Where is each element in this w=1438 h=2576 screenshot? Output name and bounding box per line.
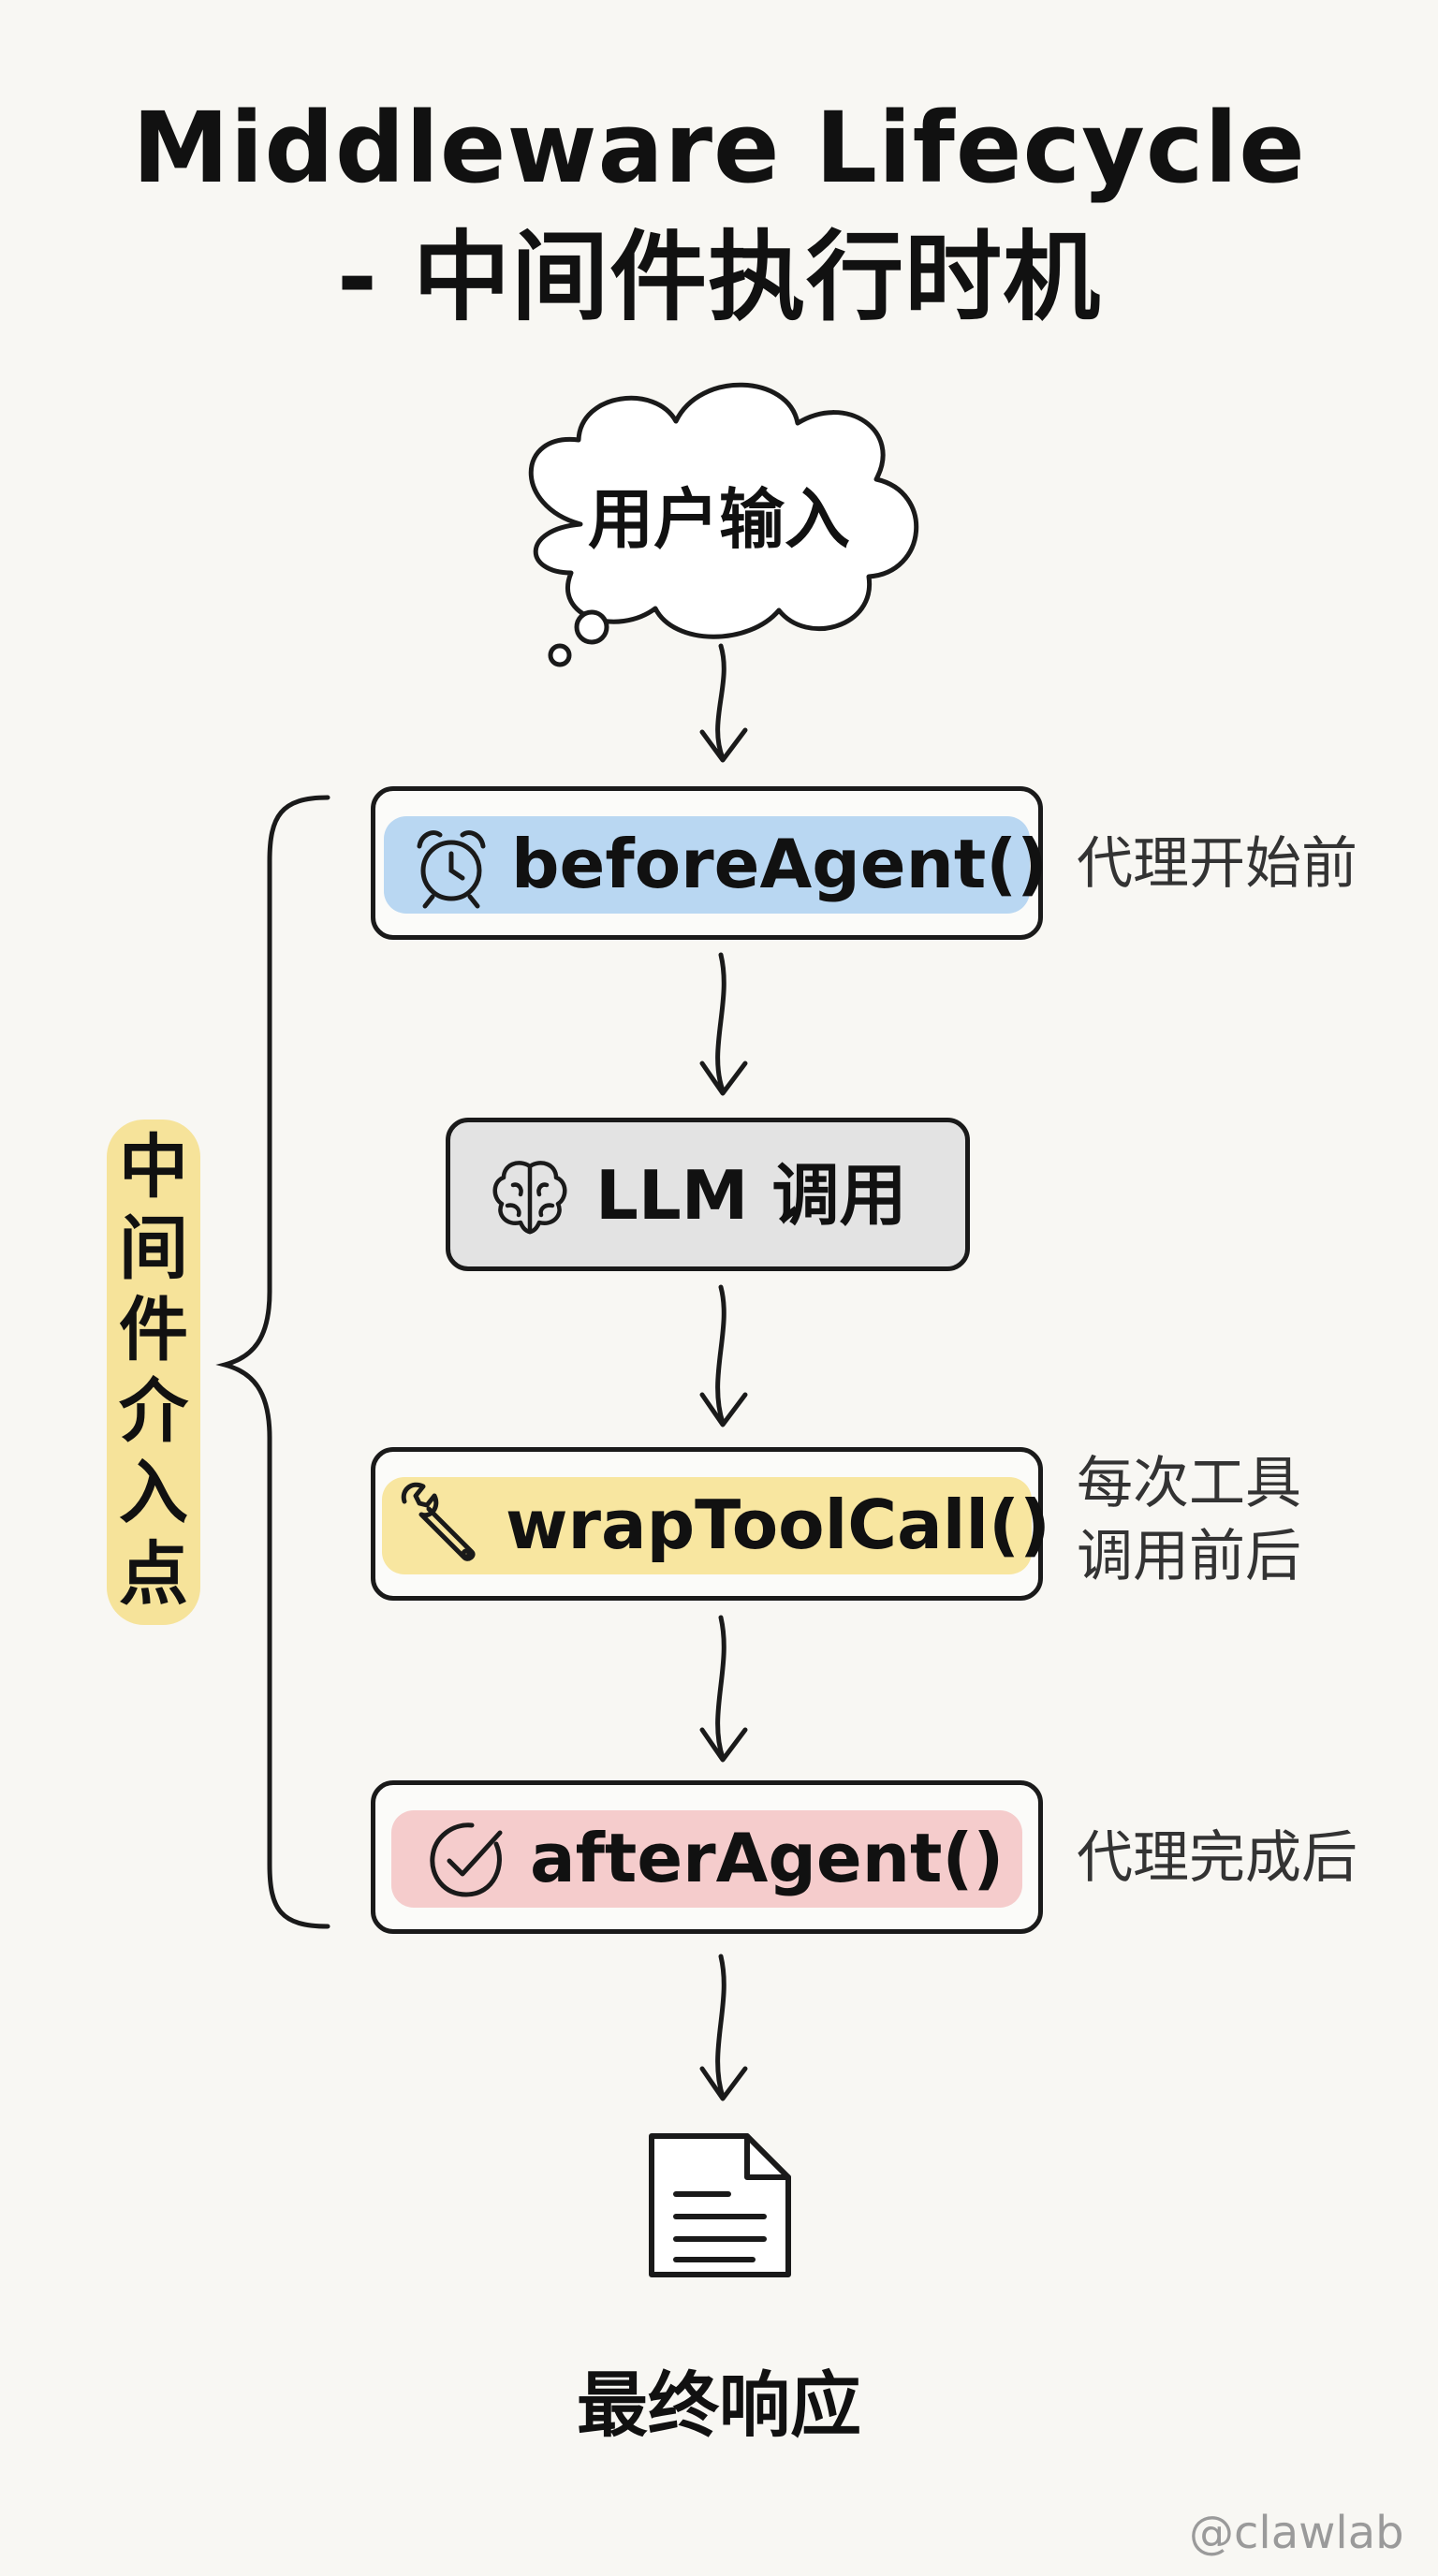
arrow-5 (699, 1954, 748, 2101)
title-line-2: - 中间件执行时机 (336, 220, 1102, 334)
check-circle-icon (430, 1822, 503, 1897)
step-label-before-agent: beforeAgent() (511, 825, 1049, 903)
step-label-llm-call: LLM 调用 (595, 1156, 907, 1235)
start-node-label: 用户输入 (588, 481, 850, 558)
bracket-label: 中 间 件 介 入 点 (107, 1127, 200, 1616)
brain-icon (492, 1161, 567, 1235)
bracket-label-char: 介 (119, 1371, 188, 1452)
step-highlight-wrap-tool-call (382, 1477, 1032, 1574)
step-note-after-agent: 代理完成后 (1077, 1825, 1357, 1891)
step-note-before-agent: 代理开始前 (1077, 831, 1357, 897)
step-label-wrap-tool-call: wrapToolCall() (506, 1486, 1050, 1564)
bracket-label-char: 入 (119, 1453, 188, 1533)
step-highlight-before-agent (384, 816, 1030, 914)
bracket-label-highlight (107, 1120, 200, 1625)
step-highlight-after-agent (391, 1810, 1022, 1908)
bracket-label-char: 件 (119, 1290, 188, 1370)
bracket-label-char: 间 (119, 1208, 188, 1289)
arrow-4 (699, 1615, 748, 1763)
watermark: @clawlab (1189, 2507, 1404, 2559)
document-icon (649, 2133, 791, 2277)
arrow-3 (699, 1284, 748, 1427)
step-note-wrap-tool-call-line2: 调用前后 (1077, 1524, 1301, 1589)
title-line-1: Middleware Lifecycle (132, 91, 1306, 205)
thought-bubble-small (548, 643, 572, 667)
step-note-wrap-tool-call-line1: 每次工具 (1077, 1451, 1301, 1516)
alarm-clock-icon (417, 830, 486, 909)
wrench-icon (401, 1482, 476, 1561)
arrow-1 (699, 643, 748, 763)
end-node-label: 最终响应 (577, 2364, 861, 2447)
arrow-2 (699, 952, 748, 1096)
step-label-after-agent: afterAgent() (530, 1819, 1005, 1897)
bracket-label-char: 点 (119, 1534, 188, 1615)
step-box-llm-call (446, 1118, 970, 1271)
curly-bracket (215, 795, 330, 1929)
thought-bubble-large (574, 609, 609, 645)
bracket-label-char: 中 (119, 1127, 188, 1208)
